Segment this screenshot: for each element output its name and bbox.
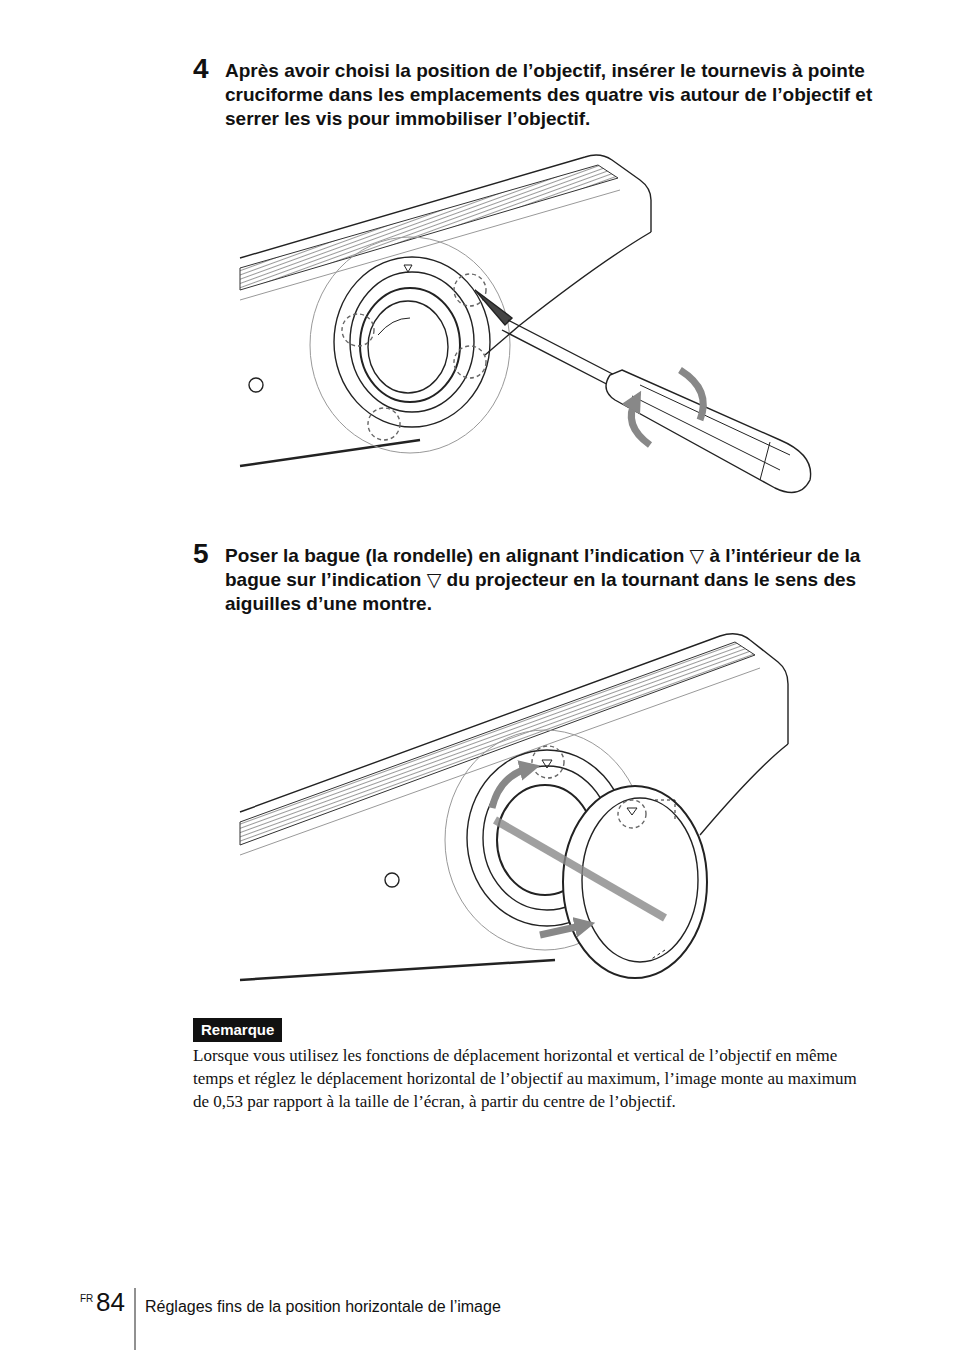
note-heading-box: Remarque [193,1018,282,1042]
step-number: 4 [193,55,209,83]
step-number: 5 [193,540,209,568]
projector-figure-2 [240,634,788,980]
note-text: Lorsque vous utilisez les fonctions de d… [193,1044,865,1113]
step-instruction: Poser la bague (la rondelle) en alignant… [225,544,873,616]
footer-rule [135,1288,136,1350]
page-number: 84 [96,1288,125,1316]
language-code: FR [80,1293,93,1305]
footer-title: Réglages fins de la position horizontale… [145,1297,501,1317]
note-heading: Remarque [201,1021,274,1038]
step-instruction: Après avoir choisi la position de l’obje… [225,59,873,131]
projector-figure-1 [240,155,811,492]
